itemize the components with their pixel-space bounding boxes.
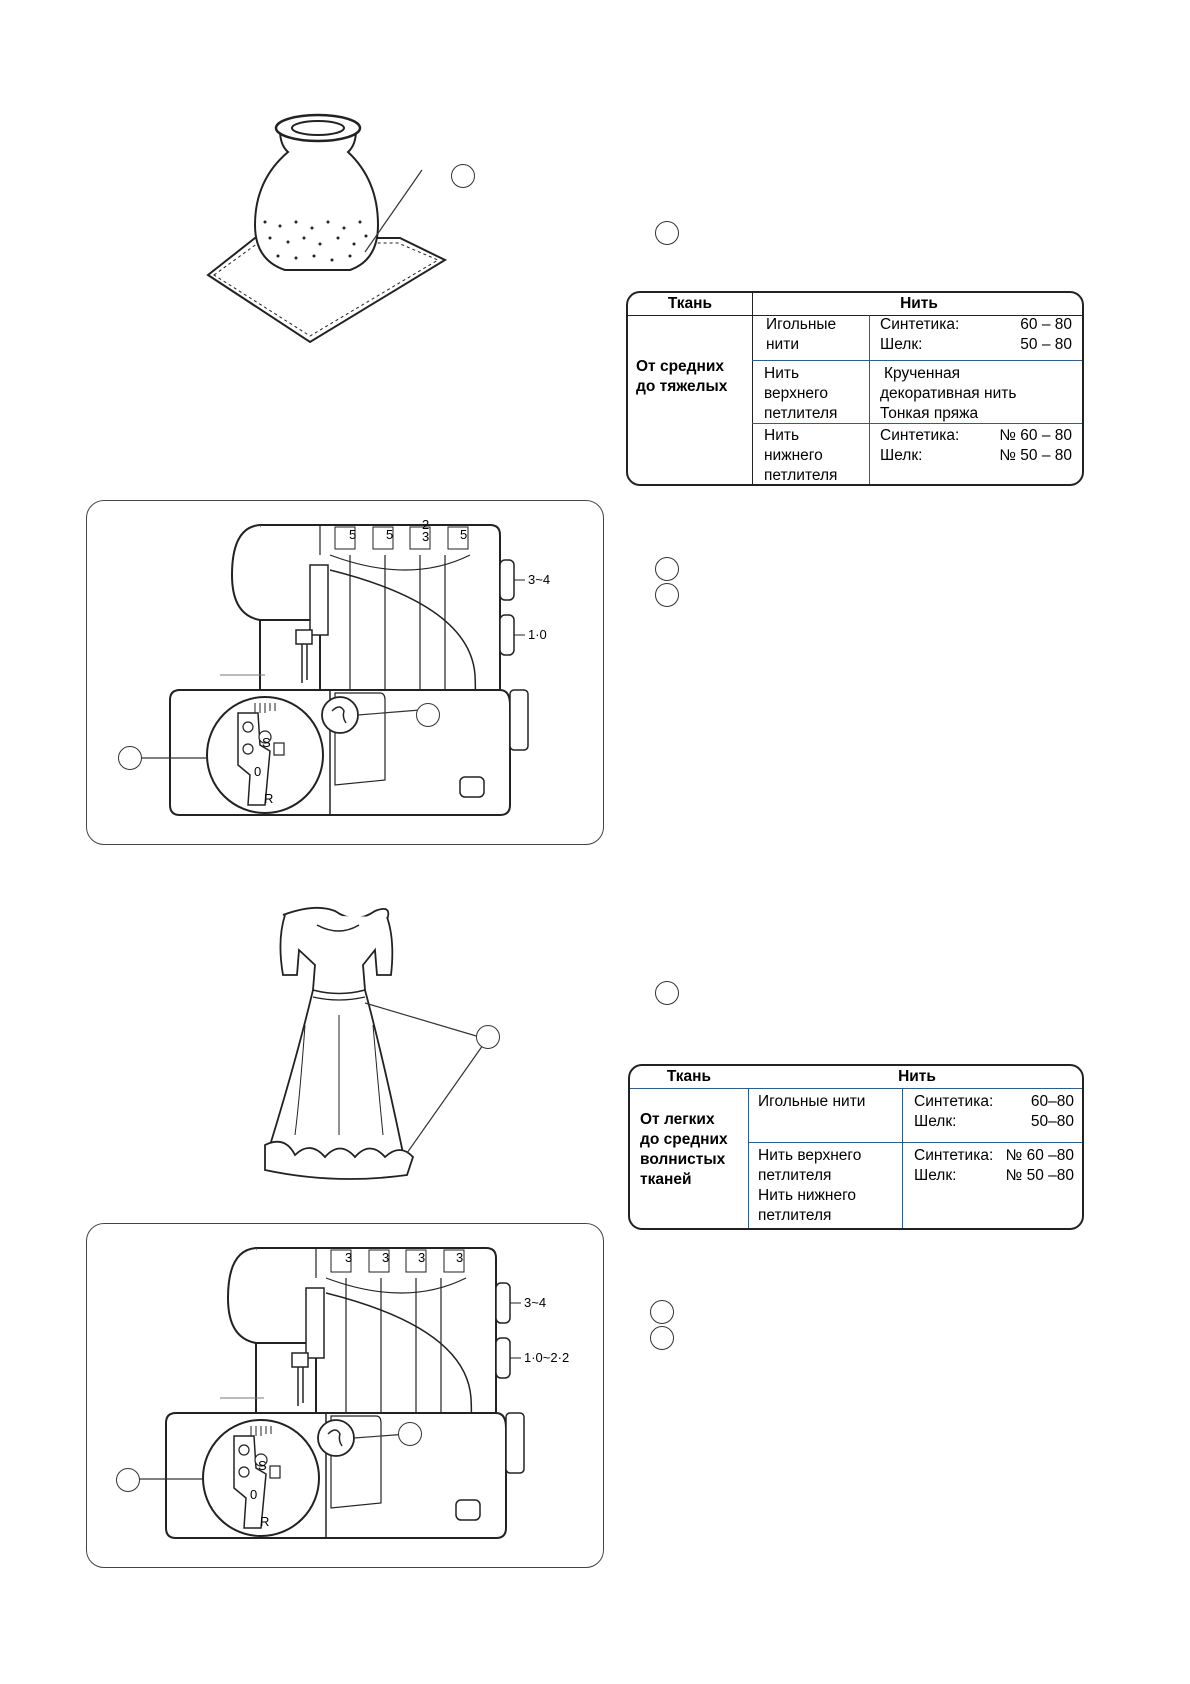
spec-label: Синтетика: [880, 427, 960, 444]
callout-circle [655, 583, 679, 607]
dial-label: 5 [386, 527, 394, 542]
spec-value: № 50 – 80 [999, 447, 1072, 464]
callout-circle [416, 703, 440, 727]
thread-table-2: Ткань Нить От легких до средних волнисты… [628, 1064, 1084, 1230]
callout-circle [655, 557, 679, 581]
plate-letter: 0 [250, 1487, 258, 1502]
dial-label: 3 [418, 1250, 426, 1265]
plate-letter: S [262, 735, 271, 750]
machine-panel-1 [86, 500, 604, 845]
fabric-type: От легких до средних волнистых тканей [640, 1111, 728, 1188]
spec-label: Крученная [884, 365, 961, 382]
dial-label: 2 3 [422, 517, 430, 544]
callout-circle [655, 221, 679, 245]
spec-label: Шелк: [914, 1113, 957, 1130]
header-thread: Нить [898, 1068, 936, 1085]
fabric-type: От средних до тяжелых [636, 358, 728, 395]
plate-letter: S [258, 1458, 267, 1473]
callout-circle [655, 981, 679, 1005]
dial-label: 5 [349, 527, 357, 542]
callout-circle [398, 1422, 422, 1446]
plate-letter: R [264, 791, 274, 806]
spec-value: 60 – 80 [1020, 316, 1072, 333]
thread-lower-looper: Нить нижнего петлителя [764, 427, 838, 484]
differential-label: 1·0~2·2 [524, 1350, 570, 1365]
spec-value: 50–80 [1030, 1113, 1074, 1130]
spec-value: № 60 –80 [1005, 1147, 1074, 1164]
spec-value: № 60 – 80 [999, 427, 1072, 444]
header-fabric: Ткань [666, 1068, 712, 1085]
dial-label: 3 [456, 1250, 464, 1265]
machine-panel-2 [86, 1223, 604, 1568]
dial-label: 3 [345, 1250, 353, 1265]
thread-upper-looper: Нить верхнего петлителя [764, 365, 838, 422]
spec-label: Синтетика: [914, 1093, 994, 1110]
callout-circle [118, 746, 142, 770]
spec-label: Тонкая пряжа [880, 405, 979, 422]
stitch-length-label: 3~4 [524, 1295, 547, 1310]
callout-circle [476, 1025, 500, 1049]
serger-illustration-2 [116, 1247, 525, 1539]
spec-label: Шелк: [914, 1167, 957, 1184]
differential-label: 1·0 [528, 627, 547, 642]
serger-illustration-1 [119, 524, 529, 816]
header-thread: Нить [900, 295, 938, 312]
thread-loopers: Нить верхнего петлителя Нить нижнего пет… [758, 1147, 862, 1224]
plate-letter: 0 [254, 764, 262, 779]
dress-illustration [264, 906, 484, 1180]
thread-table-1: Ткань Нить От средних до тяжелых Игольны… [626, 291, 1084, 486]
spec-value: № 50 –80 [1005, 1167, 1074, 1184]
callout-circle [650, 1326, 674, 1350]
stitch-length-label: 3~4 [528, 572, 551, 587]
spec-label: декоративная нить [880, 385, 1017, 402]
dial-label: 5 [460, 527, 468, 542]
spec-value: 60–80 [1030, 1093, 1074, 1110]
spec-label: Шелк: [880, 336, 923, 353]
header-fabric: Ткань [667, 295, 713, 312]
dial-label: 3 [382, 1250, 390, 1265]
callout-circle [116, 1468, 140, 1492]
plate-letter: R [260, 1514, 270, 1529]
thread-needle: Игольные нити [758, 1093, 866, 1110]
vase-illustration [206, 113, 448, 344]
callout-circle [451, 164, 475, 188]
spec-label: Синтетика: [914, 1147, 994, 1164]
thread-needle: Игольные нити [766, 316, 837, 353]
spec-label: Синтетика: [880, 316, 960, 333]
spec-label: Шелк: [880, 447, 923, 464]
callout-circle [650, 1300, 674, 1324]
spec-value: 50 – 80 [1020, 336, 1072, 353]
